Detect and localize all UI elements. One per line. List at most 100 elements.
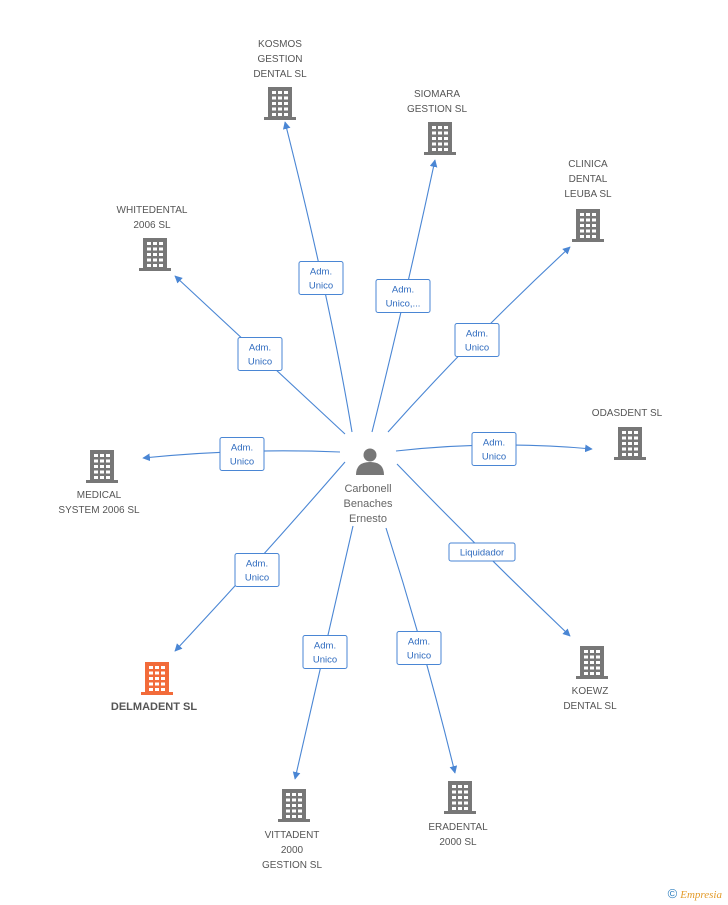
edge-whitedental: Adm. Unico: [174, 275, 346, 435]
relation-box: [375, 279, 431, 313]
company-name: VITTADENT: [265, 830, 320, 841]
person-icon: [356, 448, 384, 475]
building-icon[interactable]: [614, 427, 646, 460]
relation-box: [298, 261, 344, 295]
building-icon[interactable]: [572, 209, 604, 242]
building-icon[interactable]: [444, 781, 476, 814]
person-name: Ernesto: [349, 513, 387, 525]
company-name: CLINICA: [568, 159, 608, 170]
company-name: DENTAL: [569, 174, 608, 185]
relation-text: Adm.: [231, 443, 253, 454]
relation-label[interactable]: Adm. Unico: [396, 631, 442, 665]
relation-label[interactable]: Adm. Unico: [454, 323, 500, 357]
copyright-icon: ©: [667, 886, 678, 901]
person-name: Carbonell: [344, 483, 391, 495]
footer-brand: ©Empresia: [668, 886, 722, 901]
building-icon[interactable]: [424, 122, 456, 155]
relation-text: Adm.: [408, 637, 430, 648]
company-koewz[interactable]: KOEWZ DENTAL SL: [563, 646, 617, 712]
edge-eradental: Adm. Unico: [385, 527, 458, 774]
relation-text: Adm.: [483, 438, 505, 449]
company-siomara[interactable]: SIOMARA GESTION SL: [407, 89, 467, 155]
relation-text: Unico: [309, 281, 333, 292]
relation-text: Adm.: [314, 641, 336, 652]
relation-label[interactable]: Adm. Unico: [302, 635, 348, 669]
company-name: DENTAL SL: [253, 69, 307, 80]
company-medical[interactable]: MEDICAL SYSTEM 2006 SL: [58, 450, 140, 516]
edge-kosmos: Adm. Unico: [282, 121, 353, 433]
company-delmadent[interactable]: DELMADENT SL: [111, 662, 197, 713]
company-name: LEUBA SL: [564, 189, 612, 200]
relation-box: [219, 437, 265, 471]
brand-logo[interactable]: Empresia: [680, 889, 722, 901]
company-name: SYSTEM 2006 SL: [58, 505, 140, 516]
nodes-layer: KOSMOS GESTION DENTAL SL SIOMARA GESTION SL C…: [58, 39, 662, 871]
relation-label[interactable]: Adm. Unico: [237, 337, 283, 371]
company-kosmos[interactable]: KOSMOS GESTION DENTAL SL: [253, 39, 307, 120]
company-clinica[interactable]: CLINICA DENTAL LEUBA SL: [564, 159, 612, 242]
company-name: KOSMOS: [258, 39, 302, 50]
relation-text: Unico: [230, 457, 254, 468]
edge-clinica: Adm. Unico: [387, 246, 571, 433]
relation-label[interactable]: Adm. Unico: [298, 261, 344, 295]
company-name: KOEWZ: [572, 686, 609, 697]
relation-text: Liquidador: [460, 548, 504, 559]
building-icon[interactable]: [278, 789, 310, 822]
relation-text: Unico: [482, 452, 506, 463]
relation-label[interactable]: Adm. Unico: [471, 432, 517, 466]
company-name: DENTAL SL: [563, 701, 617, 712]
relation-box: [448, 542, 516, 562]
company-name: SIOMARA: [414, 89, 460, 100]
relation-box: [302, 635, 348, 669]
edge-koewz: Liquidador: [396, 463, 571, 637]
relation-text: Unico: [465, 343, 489, 354]
building-icon[interactable]: [264, 87, 296, 120]
relation-text: Unico: [313, 655, 337, 666]
edge-siomara: Adm. Unico,...: [371, 159, 438, 433]
company-name: 2000: [281, 845, 304, 856]
company-name: MEDICAL: [77, 490, 122, 501]
building-icon[interactable]: [86, 450, 118, 483]
relation-box: [234, 553, 280, 587]
relation-label[interactable]: Adm.Unico: [234, 553, 280, 587]
company-name: WHITEDENTAL: [117, 205, 188, 216]
person-name: Benaches: [344, 498, 393, 510]
relation-text: Adm.: [249, 343, 271, 354]
company-odasdent[interactable]: ODASDENT SL: [592, 408, 663, 460]
company-name: GESTION: [257, 54, 302, 65]
company-name: DELMADENT SL: [111, 701, 197, 713]
relation-text: Adm.: [310, 267, 332, 278]
relation-label[interactable]: Adm. Unico,...: [375, 279, 431, 313]
relation-box: [454, 323, 500, 357]
relation-box: [471, 432, 517, 466]
relation-label[interactable]: Liquidador: [448, 542, 516, 562]
relation-text: Unico: [407, 651, 431, 662]
edge-vittadent: Adm. Unico: [292, 525, 354, 780]
relation-box: [237, 337, 283, 371]
relation-label[interactable]: Adm. Unico: [219, 437, 265, 471]
relation-text: Adm.: [392, 285, 414, 296]
relation-text: Unico: [248, 357, 272, 368]
company-name: 2006 SL: [133, 220, 171, 231]
company-name: ODASDENT SL: [592, 408, 663, 419]
company-name: GESTION SL: [407, 104, 467, 115]
company-name: ERADENTAL: [428, 822, 488, 833]
building-icon[interactable]: [139, 238, 171, 271]
edge-medical: Adm. Unico: [142, 437, 341, 471]
edge-odasdent: Adm. Unico: [395, 432, 593, 466]
building-icon[interactable]: [576, 646, 608, 679]
relation-text: Adm.: [246, 559, 268, 570]
relation-text: Adm.: [466, 329, 488, 340]
relation-box: [396, 631, 442, 665]
building-icon[interactable]: [141, 662, 173, 695]
company-eradental[interactable]: ERADENTAL 2000 SL: [428, 781, 488, 848]
company-name: GESTION SL: [262, 860, 322, 871]
company-name: 2000 SL: [439, 837, 477, 848]
relation-text: Unico,...: [386, 299, 421, 310]
edge-delmadent: Adm.Unico: [174, 461, 346, 652]
company-whitedental[interactable]: WHITEDENTAL 2006 SL: [117, 205, 188, 271]
